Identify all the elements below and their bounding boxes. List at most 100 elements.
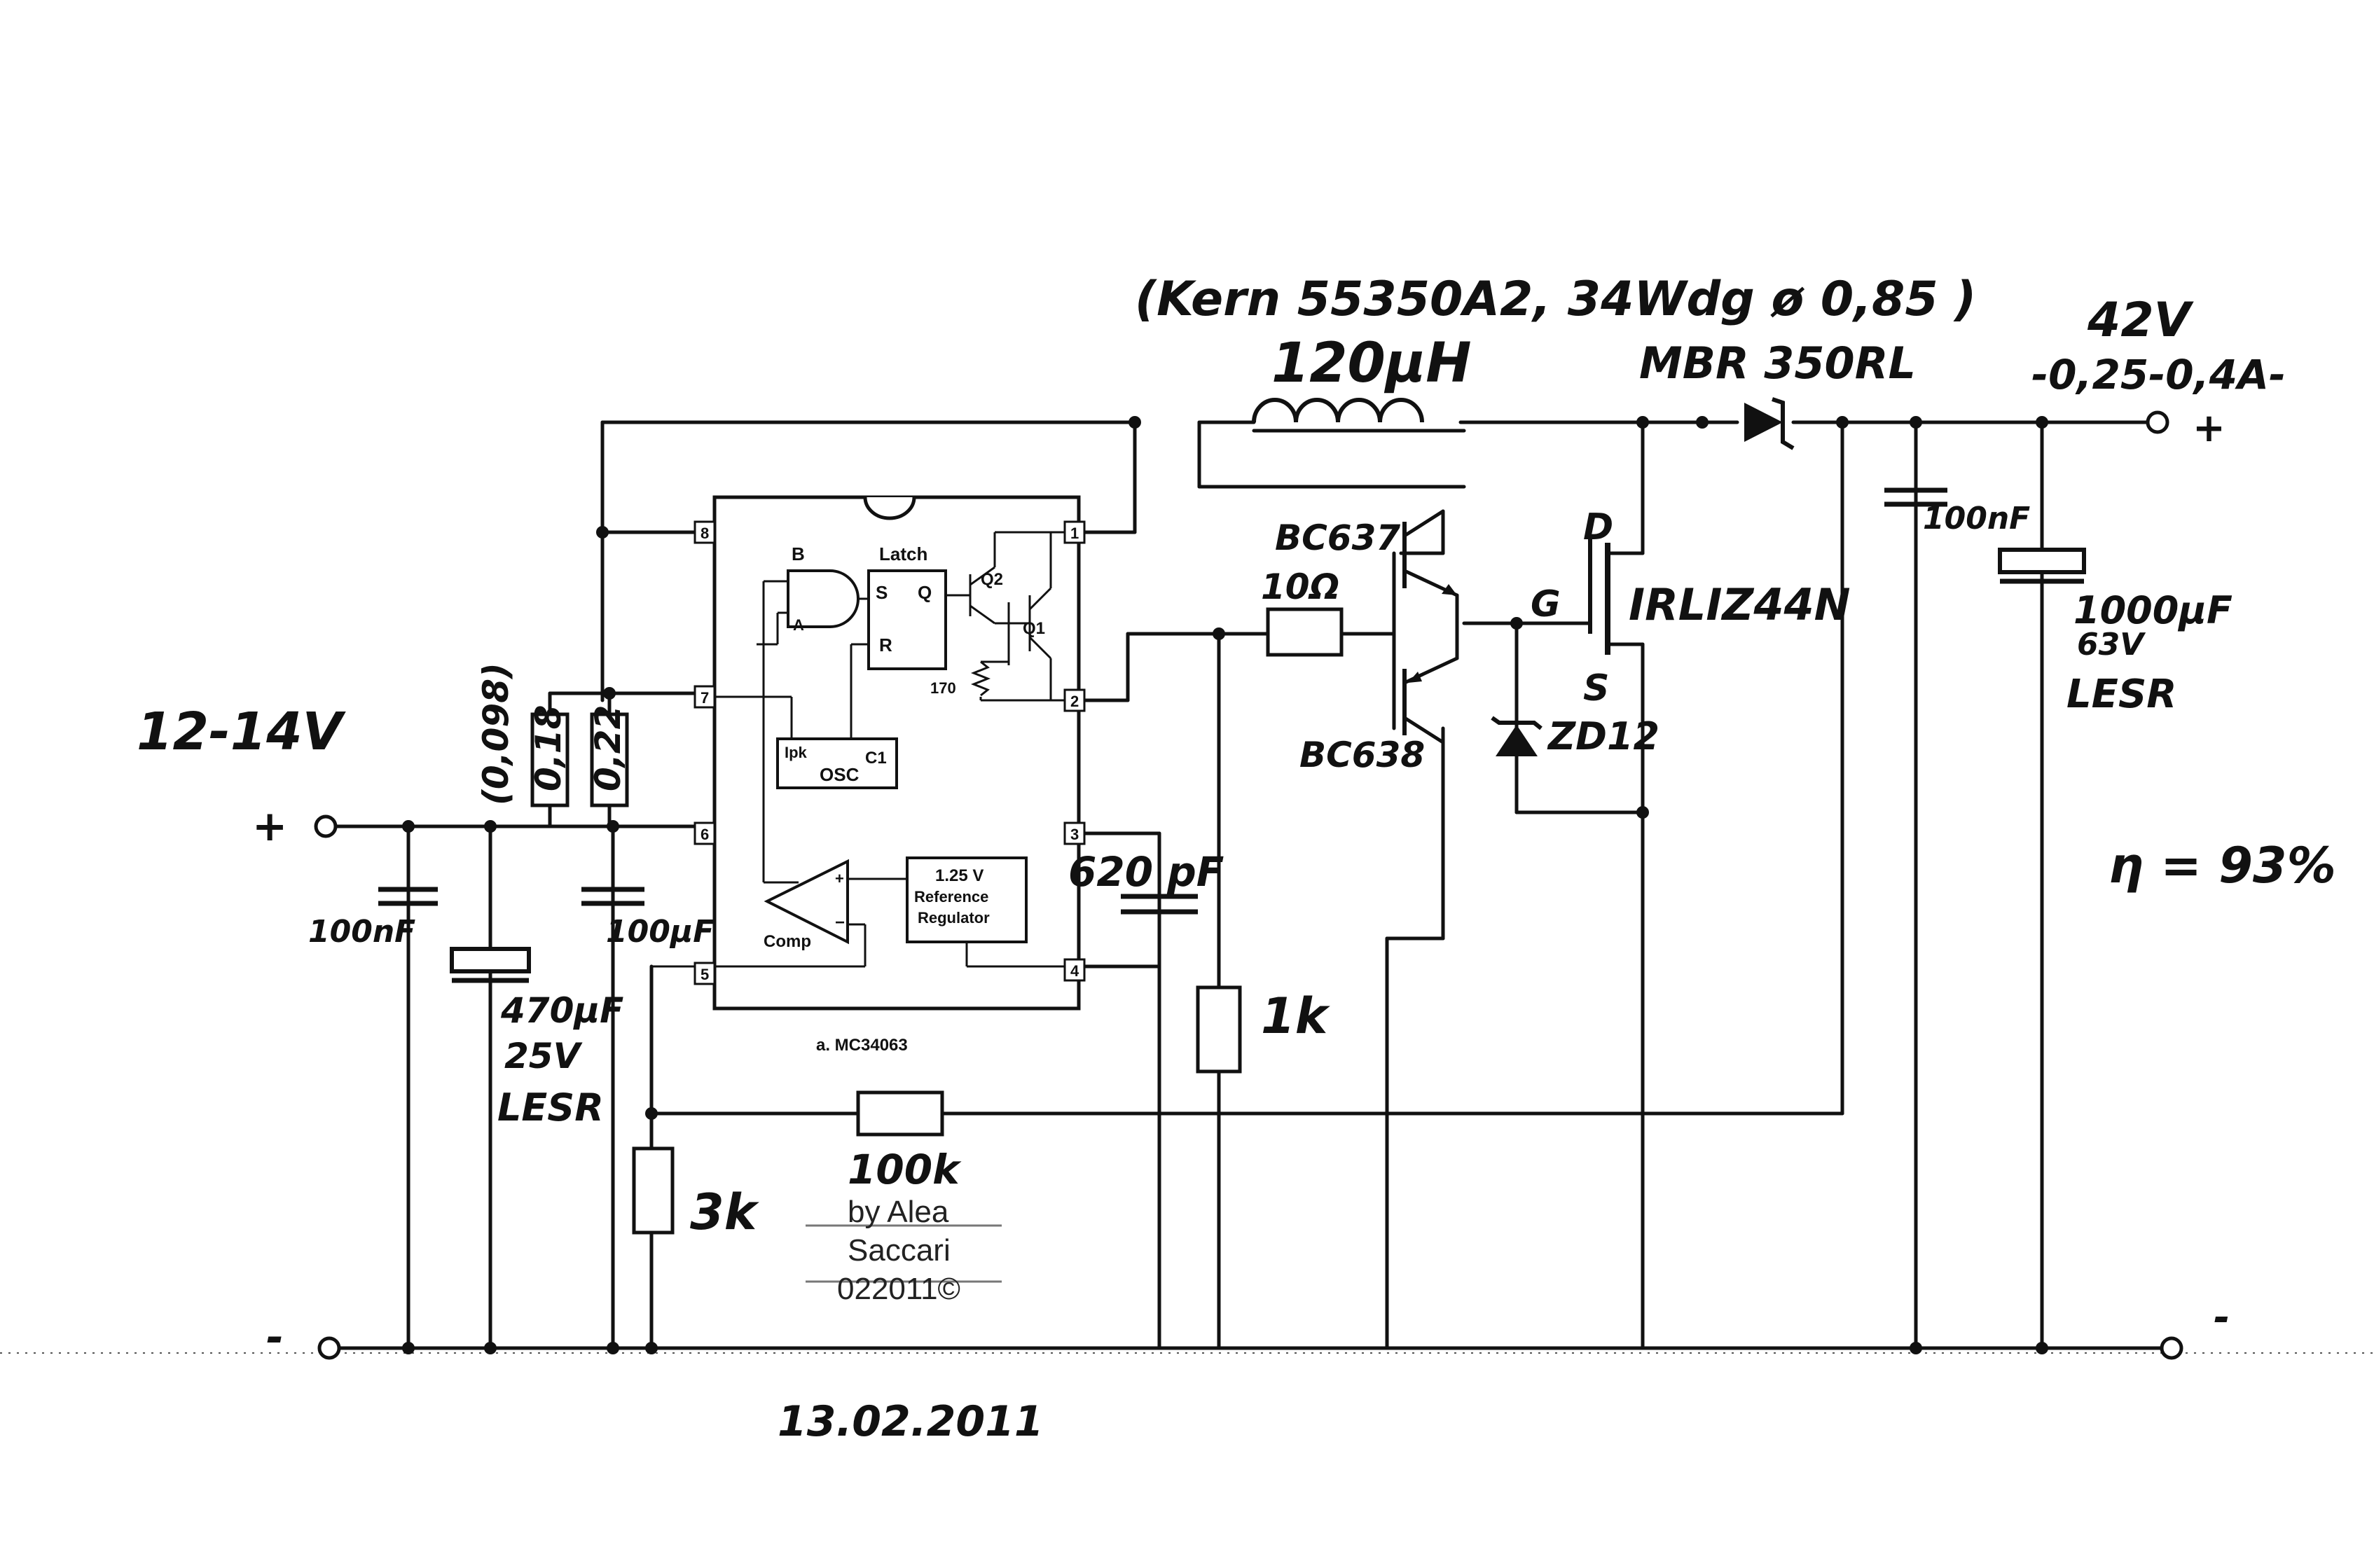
ic-gate-a-label: A	[793, 616, 804, 634]
mosfet-gate-label: G	[1531, 583, 1561, 625]
capacitor-output-1000uf	[1998, 548, 2086, 584]
c-timing-label: 620 pF	[1068, 848, 1224, 896]
output-plus-label: +	[2193, 405, 2225, 451]
junctions	[402, 416, 2048, 1354]
mosfet-source-label: S	[1583, 667, 1609, 709]
ic-pin-8-box	[693, 520, 716, 544]
inductor	[1252, 398, 1466, 433]
c-out-1-label: 100nF	[1923, 501, 2030, 536]
mosfet	[1525, 539, 1620, 655]
ic-pin-5-box	[693, 962, 716, 985]
resistor-sense-2	[590, 712, 629, 807]
diode-label: MBR 350RL	[1639, 338, 1916, 389]
resistor-sense-1	[530, 712, 570, 807]
ic-ref-line2: Reference	[914, 888, 988, 906]
input-minus-label: -	[266, 1313, 284, 1362]
wiring	[0, 420, 2374, 1354]
ic-pin-1: 1	[1070, 525, 1079, 542]
ic-name-label: a. MC34063	[816, 1036, 908, 1055]
bc637-label: BC637	[1275, 518, 1400, 558]
resistor-10ohm	[1266, 607, 1344, 657]
ic-latch-label: Latch	[879, 543, 927, 564]
signature-line-2: Saccari	[848, 1233, 951, 1268]
ic-c1-label: C1	[865, 749, 887, 768]
ic-pin-5: 5	[701, 966, 709, 983]
ic-pin-8: 8	[701, 525, 709, 542]
capacitor-input-100nf	[378, 824, 438, 906]
r-sense-total-label: (0,098)	[476, 662, 516, 805]
input-terminal-minus	[317, 1336, 341, 1360]
resistor-1k	[1196, 985, 1242, 1074]
ic-q2-label: Q2	[981, 570, 1003, 589]
ic-pin-4-box	[1063, 958, 1086, 982]
input-terminal-plus	[314, 814, 338, 838]
signature-line-1: by Alea	[848, 1195, 949, 1229]
signature-line-3: 022011©	[837, 1272, 960, 1306]
core-note-label: (Kern 55350A2, 34Wdg ø 0,85 )	[1135, 272, 1976, 327]
ic-ref-line1: 1.25 V	[935, 866, 984, 885]
resistor-100k	[856, 1090, 944, 1137]
zener-label: ZD12	[1547, 714, 1659, 758]
zener-diode	[1491, 716, 1543, 756]
output-current-label: -0,25-0,4A-	[2031, 351, 2286, 398]
r-feedback-top-label: 100k	[848, 1146, 962, 1193]
c-in-2-type: LESR	[497, 1085, 604, 1130]
output-terminal-plus	[2146, 410, 2169, 434]
ic-pin-6: 6	[701, 826, 709, 843]
c-in-2-rating: 25V	[504, 1036, 583, 1076]
bc638-label: BC638	[1299, 735, 1425, 775]
r-feedback-bottom-label: 3k	[690, 1184, 760, 1241]
ic-oscillator	[776, 737, 898, 789]
output-voltage-label: 42V	[2087, 293, 2195, 348]
ic-resistor-170	[970, 660, 991, 697]
c-out-2-rating: 63V	[2077, 627, 2146, 662]
schottky-diode	[1744, 397, 1795, 450]
ic-q1-label: Q1	[1023, 619, 1045, 638]
c-in-3-label: 100µF	[606, 914, 714, 950]
ic-and-gate	[787, 569, 860, 628]
output-minus-label: -	[2214, 1295, 2230, 1340]
svg-text:+: +	[835, 870, 844, 887]
ic-ref-line3: Regulator	[918, 909, 990, 927]
ic-reference-regulator	[906, 856, 1028, 943]
mosfet-drain-label: D	[1583, 506, 1613, 548]
svg-text:−: −	[835, 913, 845, 932]
ic-pin-3: 3	[1070, 826, 1079, 843]
r-sense-2-label: 0,22	[588, 705, 628, 791]
ic-pin-3-box	[1063, 821, 1086, 845]
ic-comparator	[764, 859, 849, 945]
ic-r170-label: 170	[930, 679, 956, 697]
capacitor-input-100uf	[581, 887, 644, 906]
input-plus-label: +	[252, 802, 287, 851]
c-out-2-label: 1000µF	[2073, 588, 2232, 632]
ic-pin-7: 7	[701, 689, 709, 707]
capacitor-output-100nf	[1884, 487, 1947, 507]
c-out-2-type: LESR	[2066, 672, 2176, 717]
ic-mc34063: 8 7 6 5 1 2 3 4 B A Latch S Q R	[693, 495, 1086, 1055]
ic-comp-label: Comp	[764, 932, 811, 951]
date-label: 13.02.2011	[778, 1397, 1044, 1446]
output-terminal-minus	[2160, 1336, 2183, 1360]
input-voltage-label: 12-14V	[137, 702, 347, 762]
ic-pin-6-box	[693, 821, 716, 845]
ic-latch-s: S	[876, 582, 888, 603]
ic-latch-r: R	[879, 634, 892, 655]
r-sense-1-label: 0,18	[528, 705, 569, 791]
ic-gate-b-label: B	[792, 543, 805, 564]
signature: by Alea Saccari 022011©	[806, 1195, 1002, 1306]
c-in-1-label: 100nF	[308, 914, 415, 950]
ic-osc-label: OSC	[820, 764, 860, 785]
mosfet-label: IRLIZ44N	[1629, 579, 1851, 630]
ic-ipk-label: Ipk	[785, 744, 808, 761]
capacitor-input-470uf	[450, 947, 531, 983]
resistor-3k	[632, 1146, 675, 1235]
transistor-bc637	[1402, 509, 1459, 625]
inductor-label: 120µH	[1271, 332, 1472, 395]
ic-latch-q: Q	[918, 582, 932, 603]
ic-latch	[867, 569, 947, 670]
capacitor-timing	[1121, 894, 1198, 915]
r-gate-label: 10Ω	[1261, 567, 1339, 607]
transistor-bc638	[1402, 621, 1459, 744]
ic-pin-7-box	[693, 685, 716, 709]
